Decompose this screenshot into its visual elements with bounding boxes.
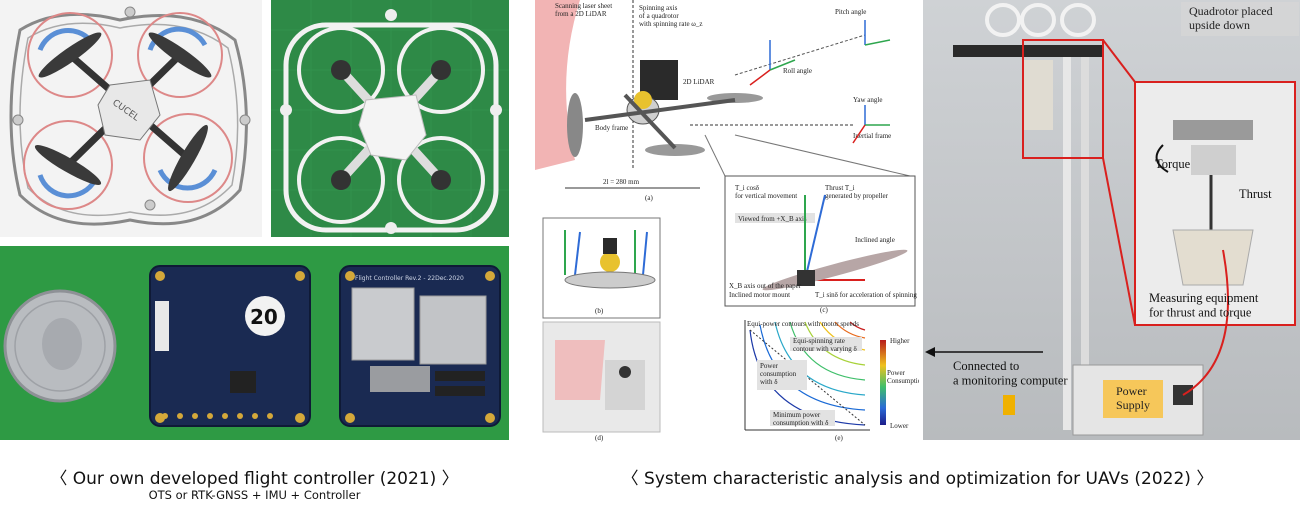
lower-label: Lower [890,422,909,430]
fig-c-label: (c) [820,306,828,314]
spin-accel-label: T_i sinδ for acceleration of spinning [815,291,917,299]
inclined-angle-label: Inclined angle [855,236,895,244]
yaw-angle-label: Yaw angle [853,96,882,104]
power-axis-label: PowerConsumption [887,369,919,385]
xb-axis-label: X_B axis out of the paper [729,282,802,290]
higher-label: Higher [890,337,910,345]
fig-d-label: (d) [595,434,604,442]
fig-a-label: (a) [645,194,653,202]
board-marking-text: 20 [250,305,278,329]
roll-angle-label: Roll angle [783,67,812,75]
power-contour-plot: Equi-power contours with motor speeds Eq… [744,320,919,442]
equi-power-label: Equi-power contours with motor speeds [747,320,859,328]
lidar-label: 2D LiDAR [683,78,715,86]
left-caption-subtitle: OTS or RTK-GNSS + IMU + Controller [148,488,361,502]
left-caption-title: 〈 Our own developed flight controller (2… [50,469,459,489]
viewed-from-label: Viewed from +X_B axis [738,215,807,223]
pitch-angle-label: Pitch angle [835,8,866,16]
body-frame-label: Body frame [595,124,628,132]
board-label-text: Flight Controller Rev.2 - 22Dec.2020 [355,275,464,282]
drone-photo-green-mat [271,0,509,237]
quadrotor-figure-a: 2D LiDAR Body frame [567,60,763,157]
inertial-frame-label: Inertial frame [853,132,891,140]
cad-render-photo: CUCEL [0,0,262,237]
quadrotor-figure-b [564,230,656,289]
thrust-label: Thrust [1239,187,1272,201]
torque-label: Torque [1155,157,1191,171]
fig-e-label: (e) [835,434,843,442]
inclined-mount-label: Inclined motor mount [729,291,790,299]
right-caption-title: 〈 System characteristic analysis and opt… [621,469,1214,489]
fig-b-label: (b) [595,307,604,315]
quadrotor-upside-down [953,3,1103,130]
flight-controller-photo: 20 Flight Controller Rev.2 - 22Dec.2020 [0,246,509,440]
dimension-label: 2l = 280 mm [603,178,640,186]
